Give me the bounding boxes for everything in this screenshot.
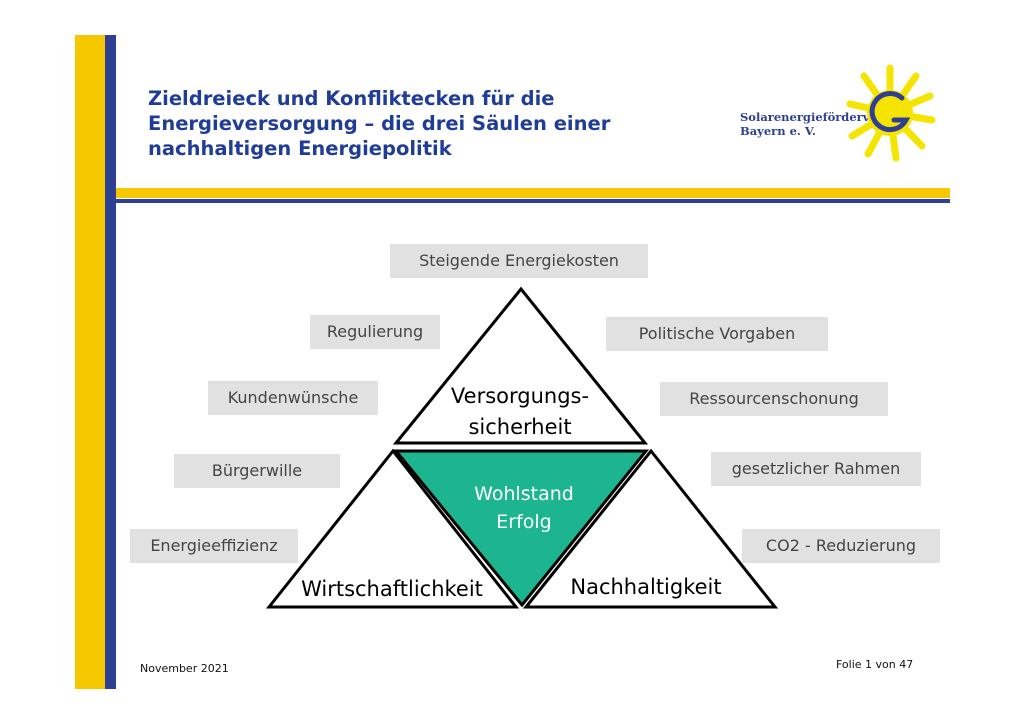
left-accent-bar-yellow	[75, 35, 105, 689]
left-accent-bar-blue	[105, 35, 116, 689]
logo-line-1: Solarenergieförderverein	[740, 110, 903, 124]
sun-logo-icon	[846, 64, 936, 162]
tag-steigende-energiekosten: Steigende Energiekosten	[390, 244, 648, 278]
triangle-top-versorgungssicherheit	[392, 286, 649, 445]
logo-text: Solarenergieförderverein Bayern e. V.	[740, 110, 903, 138]
tag-buergerwille: Bürgerwille	[174, 454, 340, 488]
header-rule-yellow	[116, 188, 950, 198]
triangle-left-wirtschaftlichkeit	[265, 448, 520, 609]
header-rule-blue	[116, 199, 950, 203]
label-versorgungs: Versorgungs-	[451, 384, 589, 408]
label-wohlstand: Wohlstand	[474, 483, 574, 505]
footer-page-number: Folie 1 von 47	[836, 658, 914, 671]
footer-date: November 2021	[140, 662, 229, 675]
label-wirtschaftlichkeit: Wirtschaftlichkeit	[301, 577, 483, 601]
triangle-center-wohlstand	[392, 449, 650, 608]
tag-politische-vorgaben: Politische Vorgaben	[606, 317, 828, 351]
tag-energieeffizienz: Energieeffizienz	[130, 529, 298, 563]
tag-regulierung: Regulierung	[310, 315, 440, 349]
slide-title: Zieldreieck und Konfliktecken für die En…	[148, 86, 708, 161]
label-erfolg: Erfolg	[496, 511, 551, 533]
triangle-right-nachhaltigkeit	[522, 448, 779, 609]
label-nachhaltigkeit: Nachhaltigkeit	[570, 575, 721, 599]
tag-kundenwuensche: Kundenwünsche	[208, 381, 378, 415]
logo-line-2: Bayern e. V.	[740, 124, 816, 138]
label-sicherheit: sicherheit	[468, 415, 571, 439]
title-line-1: Zieldreieck und Konfliktecken für die	[148, 87, 555, 110]
title-line-3: nachhaltigen Energiepolitik	[148, 137, 452, 160]
title-line-2: Energieversorgung – die drei Säulen eine…	[148, 112, 611, 135]
tag-ressourcenschonung: Ressourcenschonung	[660, 382, 888, 416]
tag-gesetzlicher-rahmen: gesetzlicher Rahmen	[711, 452, 921, 486]
tag-co2-reduzierung: CO2 - Reduzierung	[742, 529, 940, 563]
